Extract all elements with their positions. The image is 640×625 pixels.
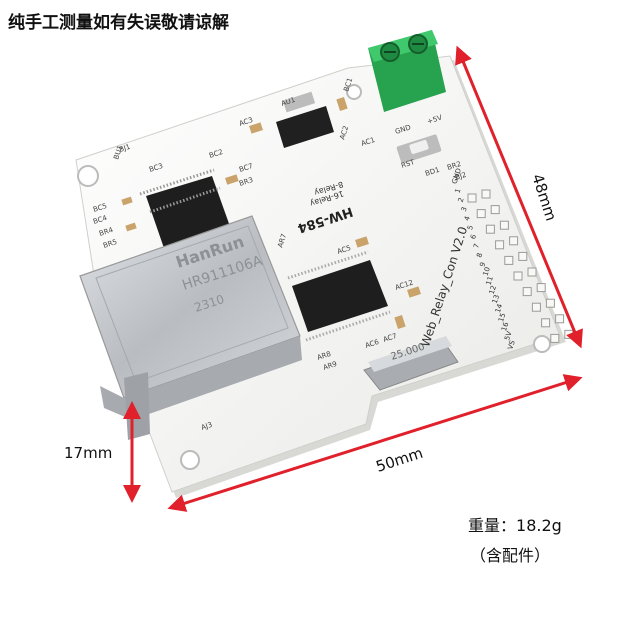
smd-components bbox=[121, 97, 421, 329]
width-dimension-label: 50mm bbox=[374, 444, 426, 476]
mounting-hole bbox=[346, 84, 362, 100]
header-pin bbox=[476, 209, 486, 219]
header-pin bbox=[518, 251, 528, 261]
caption-text: 纯手工测量如有失误敬请谅解 bbox=[8, 13, 229, 33]
header-pin bbox=[495, 240, 505, 250]
depth-dimension-label: 17mm bbox=[64, 444, 112, 462]
silk-label: BC5 bbox=[92, 202, 108, 214]
header-pin bbox=[509, 236, 519, 246]
mounting-hole bbox=[533, 335, 551, 353]
voltage-regulator bbox=[276, 106, 334, 148]
header-pin bbox=[541, 318, 551, 328]
mounting-hole bbox=[77, 165, 99, 187]
silk-label: AC2 bbox=[338, 125, 350, 141]
header-pin bbox=[550, 333, 560, 343]
reset-button bbox=[396, 134, 442, 164]
silk-label: AC5 bbox=[336, 244, 352, 256]
weight-label: 重量： bbox=[468, 516, 517, 535]
header-pin bbox=[485, 224, 495, 234]
rj45-jack: HanRun HR911106A 2310 bbox=[79, 215, 302, 440]
silk-label: BR3 bbox=[238, 176, 254, 188]
weight-value: 18.2g bbox=[516, 516, 562, 535]
header-pin bbox=[531, 302, 541, 312]
silk-label: AC7 bbox=[382, 332, 398, 344]
header-pin bbox=[527, 267, 537, 277]
silk-label: BC7 bbox=[238, 162, 254, 174]
power-terminal-block bbox=[368, 30, 446, 112]
silk-label: AC1 bbox=[360, 136, 376, 148]
header-pin bbox=[499, 220, 509, 230]
header-pin bbox=[481, 189, 491, 199]
voltage-regulator-tab bbox=[282, 91, 316, 113]
header-pin bbox=[522, 287, 532, 297]
silk-label: AR8 bbox=[316, 350, 332, 362]
header-pin bbox=[504, 255, 514, 265]
header-pin bbox=[513, 271, 523, 281]
height-dimension-label: 48mm bbox=[528, 172, 560, 224]
header-pin bbox=[564, 329, 574, 339]
silk-label: AC3 bbox=[238, 116, 254, 128]
header-pin bbox=[536, 283, 546, 293]
dimension-lines bbox=[123, 45, 583, 512]
height-dimension-line bbox=[455, 45, 583, 349]
header-pin bbox=[555, 314, 565, 324]
silk-label: BC2 bbox=[208, 148, 224, 160]
header-pin bbox=[467, 193, 477, 203]
header-pin bbox=[545, 298, 555, 308]
weight-note: （含配件） bbox=[470, 546, 551, 565]
silk-label: BC1 bbox=[342, 77, 354, 93]
header-pin bbox=[490, 205, 500, 215]
mounting-hole bbox=[180, 450, 200, 470]
silk-label: AR9 bbox=[322, 360, 338, 372]
silk-label: AR7 bbox=[276, 233, 288, 249]
silk-label: BJ1 bbox=[118, 143, 131, 154]
silk-label: BR5 bbox=[102, 238, 118, 250]
width-dimension-line bbox=[167, 374, 583, 512]
silk-label: BR2 bbox=[446, 160, 462, 172]
driver-chip bbox=[287, 250, 391, 342]
weight-line: 重量：18.2g bbox=[468, 512, 562, 536]
silk-label: BC3 bbox=[148, 162, 164, 174]
